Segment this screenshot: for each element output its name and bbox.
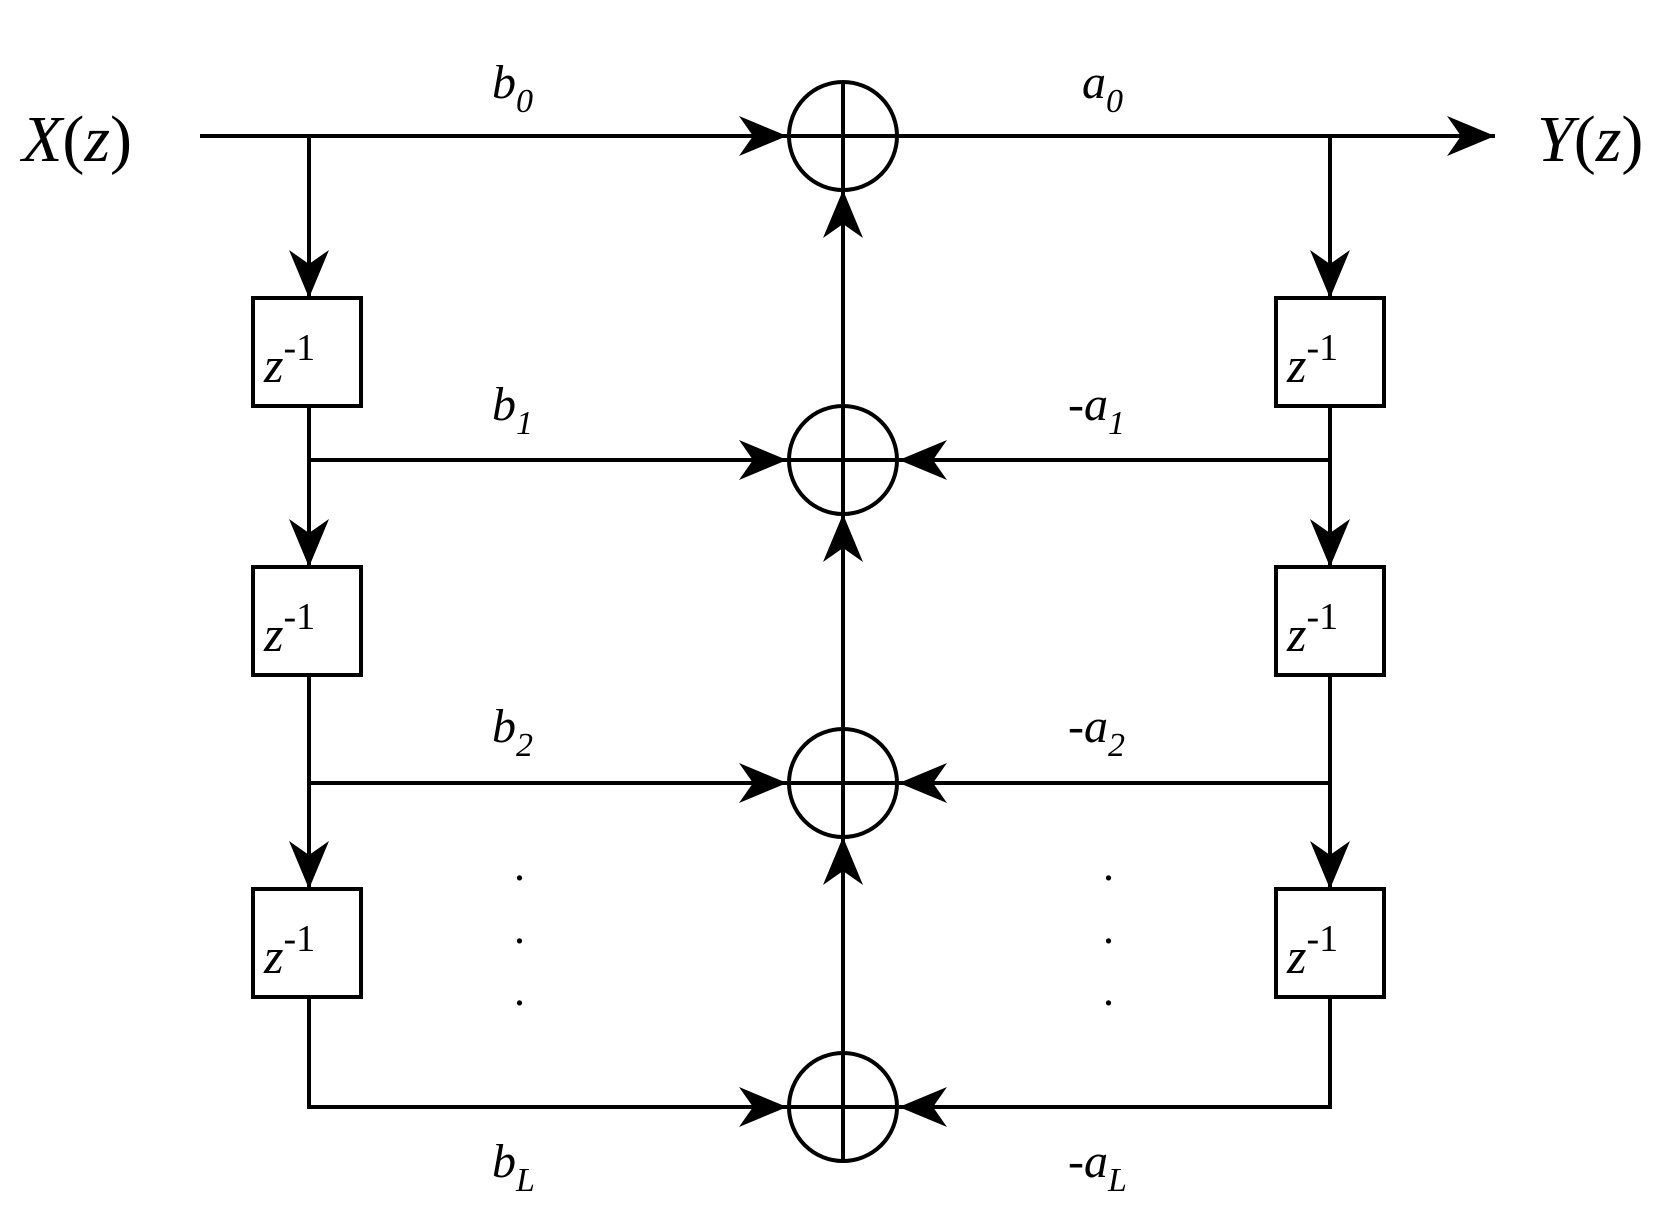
delay-box-left-2	[253, 567, 361, 675]
delay-label-right-2: z-1	[1286, 596, 1338, 662]
input-label: X(z)	[19, 103, 132, 176]
svg-text:.: .	[514, 904, 525, 953]
svg-text:.: .	[514, 841, 525, 890]
delay-box-right-3	[1276, 889, 1384, 997]
summing-junction-2	[789, 729, 897, 837]
summing-junction-1	[789, 406, 897, 514]
ellipsis-right: . . .	[1103, 841, 1114, 1015]
coef-a1: -a1	[1068, 378, 1125, 442]
delay-box-left-3	[253, 889, 361, 997]
coef-bL: bL	[492, 1135, 535, 1199]
delay-box-right-1	[1276, 298, 1384, 406]
fb-tap-L-path	[899, 998, 1332, 1127]
delay-box-left-1	[253, 298, 361, 406]
coef-b0: b0	[492, 56, 533, 120]
coef-b2: b2	[492, 700, 533, 764]
delay-label-left-1: z-1	[263, 327, 315, 393]
svg-text:.: .	[514, 966, 525, 1015]
coef-a2: -a2	[1068, 700, 1125, 764]
svg-text:.: .	[1103, 966, 1114, 1015]
coef-b1: b1	[492, 378, 533, 442]
summing-junction-L	[789, 1053, 897, 1161]
coef-aL: -aL	[1068, 1135, 1127, 1199]
delay-label-right-3: z-1	[1286, 918, 1338, 984]
coef-a0: a0	[1082, 56, 1123, 120]
delay-box-right-2	[1276, 567, 1384, 675]
delay-label-left-3: z-1	[263, 918, 315, 984]
ff-tap-L-path	[307, 998, 787, 1127]
summing-junction-0	[789, 82, 897, 190]
svg-text:.: .	[1103, 904, 1114, 953]
delay-label-right-1: z-1	[1286, 327, 1338, 393]
delay-label-left-2: z-1	[263, 596, 315, 662]
ellipsis-left: . . .	[514, 841, 525, 1015]
svg-text:.: .	[1103, 841, 1114, 890]
output-label: Y(z)	[1537, 103, 1643, 176]
